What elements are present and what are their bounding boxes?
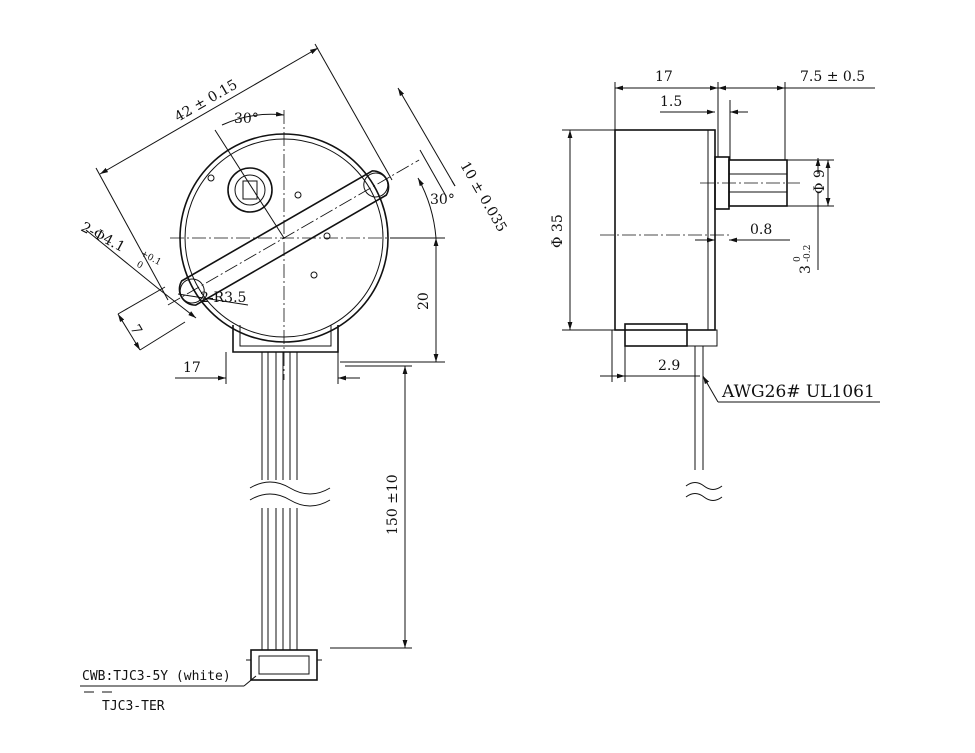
dim-hole-tol-lower: 0 bbox=[135, 260, 145, 272]
wire-spec-label: AWG26# UL1061 bbox=[721, 382, 875, 402]
dim-shaft-dia: Φ 9 bbox=[812, 169, 828, 194]
dim-connector: 2.9 bbox=[658, 358, 680, 374]
dim-flat-tol-lower: -0.2 bbox=[803, 245, 813, 262]
mount-hole-right bbox=[363, 172, 389, 198]
dim-ear-width: 10 ± 0.035 bbox=[457, 159, 510, 235]
dim-width: 17 bbox=[183, 360, 201, 376]
mounting-flange bbox=[167, 159, 420, 306]
dim-radius: 2-R3.5 bbox=[200, 290, 246, 306]
side-view: 17 1.5 7.5 ± 0.5 Φ 35 Φ 9 3 0 -0.2 0.8 bbox=[550, 69, 880, 501]
connector-housing bbox=[246, 649, 322, 681]
dim-body-dia: Φ 35 bbox=[550, 214, 566, 248]
dim-body-depth: 17 bbox=[655, 69, 673, 85]
dim-angle-right: 30° bbox=[430, 192, 455, 208]
side-body bbox=[614, 129, 716, 331]
dim-flange: 1.5 bbox=[660, 94, 682, 110]
connector-housing-label: CWB:TJC3-5Y (white) bbox=[82, 669, 231, 684]
dim-height: 20 bbox=[416, 292, 432, 310]
dim-gap: 0.8 bbox=[750, 222, 772, 238]
connector-terminal-label: TJC3-TER bbox=[102, 699, 165, 714]
dim-angle-top: 30° bbox=[234, 111, 259, 127]
dim-lead-length: 150 ±10 bbox=[385, 474, 401, 535]
dim-hole: 2-Φ4.1 bbox=[78, 219, 127, 255]
dim-flat: 3 bbox=[798, 265, 814, 274]
dim-ear-offset: 7 bbox=[127, 322, 145, 338]
dim-mount-spacing: 42 ± 0.15 bbox=[172, 77, 240, 126]
dim-flat-tol-upper: 0 bbox=[793, 256, 803, 262]
dim-shaft-length: 7.5 ± 0.5 bbox=[800, 69, 865, 85]
lead-wires bbox=[249, 352, 331, 650]
front-view: 42 ± 0.15 30° 10 ± 0.035 30° 2-Φ4.1 +0.1… bbox=[78, 43, 510, 714]
